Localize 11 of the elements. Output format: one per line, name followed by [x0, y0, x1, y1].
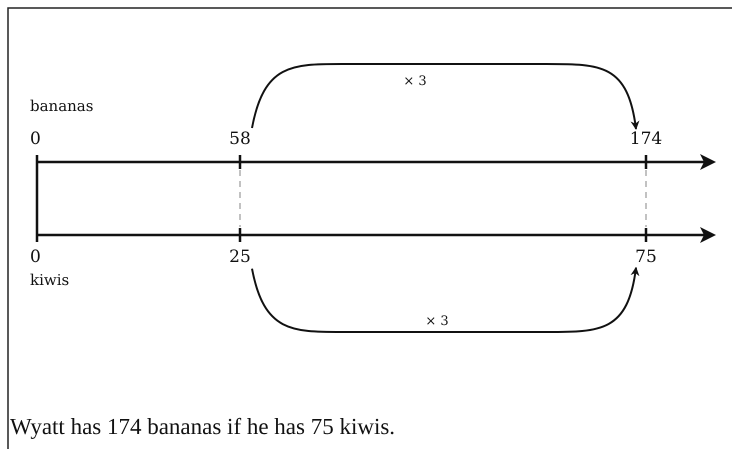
curved-arrow: [251, 266, 640, 333]
caption: Wyatt has 174 bananas if he has 75 kiwis.: [10, 414, 396, 440]
axis-label: kiwis: [30, 272, 70, 288]
tick-value: 58: [229, 130, 251, 149]
tick-value: 0: [30, 248, 41, 267]
curved-arrow: [251, 63, 640, 130]
tick-value: 174: [630, 130, 662, 149]
tick-value: 0: [30, 130, 41, 149]
tick-value: 25: [229, 248, 251, 267]
axis-label: bananas: [30, 98, 94, 114]
tick-value: 75: [635, 248, 657, 267]
